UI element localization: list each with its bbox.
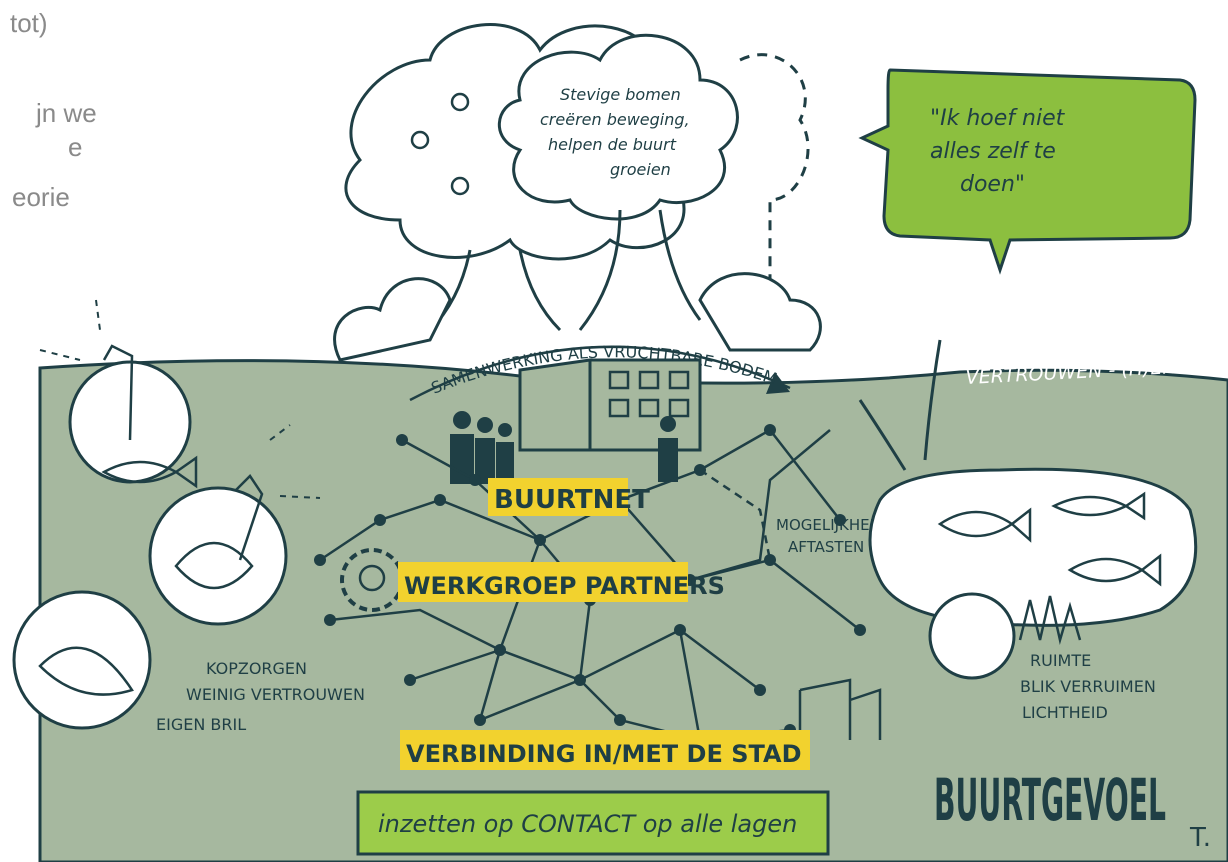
fish-icon	[937, 507, 1032, 543]
tree-crown-cloud	[497, 33, 739, 221]
fish-icon	[38, 646, 134, 696]
speech-bubble-line: "Ik hoef niet	[930, 106, 1066, 131]
dashed-tree	[739, 53, 810, 300]
people-group	[450, 411, 678, 484]
fish-icon	[1051, 491, 1146, 521]
fishbowl	[12, 590, 152, 730]
kopzorgen-line: WEINIG VERTROUWEN	[186, 685, 365, 704]
tree-trunk	[428, 249, 562, 332]
arc-arrow	[409, 345, 791, 402]
speech-bubble-line: alles zelf te	[930, 139, 1056, 164]
slide-text-line: jn we	[36, 98, 97, 128]
verbinding-highlight	[400, 730, 810, 770]
mogelijkheden-line: AFTASTEN	[788, 538, 864, 556]
ruimte-line: LICHTHEID	[1022, 703, 1108, 722]
apple-icon	[450, 176, 470, 196]
ruimte-line: BLIK VERRUIMEN	[1020, 677, 1156, 696]
contact-label: inzetten op CONTACT op alle lagen	[378, 810, 797, 838]
fish-icon	[101, 455, 198, 489]
grass	[1018, 595, 1082, 645]
pond	[868, 467, 1198, 627]
slide-text-line: e	[68, 132, 83, 162]
building	[588, 358, 702, 452]
speech-bubble-line: doen"	[960, 172, 1025, 197]
kopzorgen-line: KOPZORGEN	[206, 659, 307, 678]
seaweed-plant	[858, 339, 942, 471]
fishbowl	[148, 486, 288, 626]
bush	[698, 272, 822, 352]
apple-icon	[450, 92, 470, 112]
building	[518, 358, 592, 452]
tree-caption-line: creëren beweging,	[540, 110, 690, 129]
werkgroep-highlight	[398, 562, 688, 602]
lightbulb-icon	[358, 564, 386, 592]
fish-icon	[1067, 553, 1162, 587]
buurtgevoel-label: BUURTGEVOEL	[934, 766, 1166, 834]
vision-lines	[39, 299, 321, 499]
ruimte-line: RUIMTE	[1030, 651, 1091, 670]
fish-icon	[174, 541, 254, 590]
apple-icon	[410, 130, 430, 150]
bush	[333, 277, 452, 362]
contact-box	[356, 790, 830, 856]
network-nodes	[314, 424, 866, 736]
speech-bubble	[858, 68, 1197, 275]
buurtnet-label: BUURTNET	[494, 485, 650, 515]
arc-arrowhead	[766, 372, 790, 394]
slide-text-line: tot)	[10, 8, 48, 38]
tree-caption-line: Stevige bomen	[560, 85, 681, 104]
buurtnet-highlight	[488, 478, 628, 516]
snorkel-icon	[102, 344, 264, 561]
tree-caption-line: groeien	[610, 160, 671, 179]
signature: T.	[1189, 823, 1211, 853]
kopzorgen-line: EIGEN BRIL	[156, 715, 246, 734]
verbinding-label: VERBINDING IN/MET DE STAD	[406, 740, 802, 768]
tree-caption-line: helpen de buurt	[548, 135, 677, 154]
tree-trunk	[578, 209, 702, 331]
fishbowl	[928, 592, 1016, 680]
werkgroep-label: WERKGROEP PARTNERS	[404, 572, 725, 600]
slide-text-line: eorie	[12, 182, 70, 212]
